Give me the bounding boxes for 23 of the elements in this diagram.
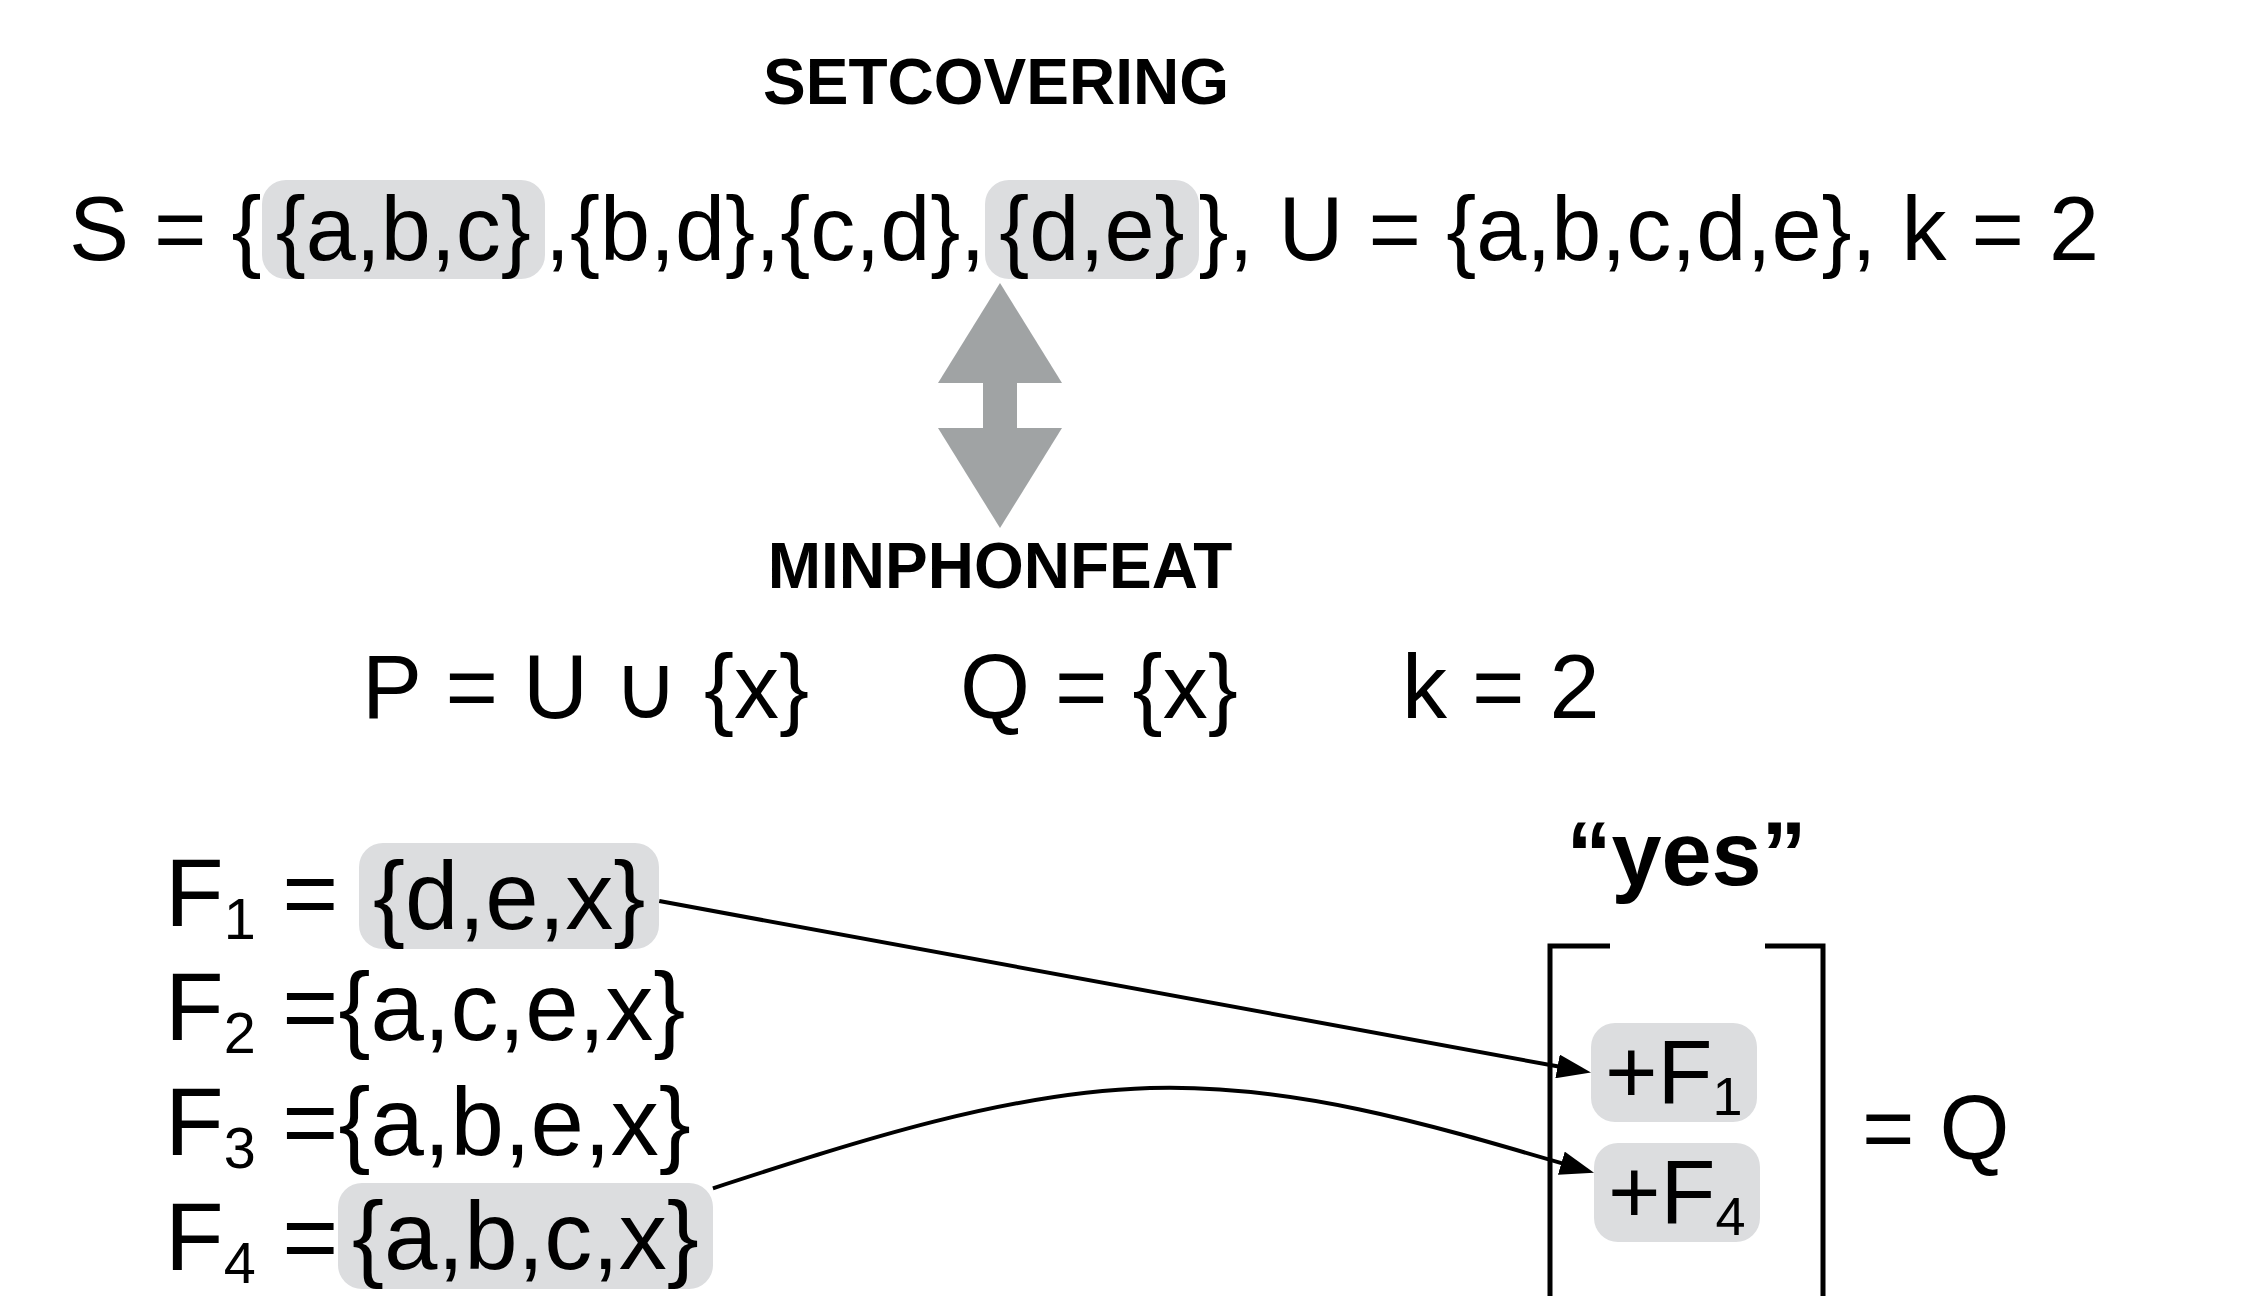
formula-text: S = {: [69, 178, 262, 281]
double-arrow: [938, 283, 1062, 528]
formula-text: }, U = {a,b,c,d,e}, k = 2: [1198, 178, 2100, 281]
heading: MINPHONFEAT: [700, 528, 1300, 605]
equation: F$_{4}$ =: [165, 1182, 339, 1295]
highlighted-term: +F$_{4}$: [1594, 1143, 1760, 1242]
equation: P = U ∪ {x}: [362, 636, 810, 739]
formula-text: ,{b,d},{c,d},: [544, 178, 986, 281]
equation: = Q: [1862, 1077, 2010, 1180]
highlighted-set: {d,e}: [985, 179, 1199, 279]
heading: SETCOVERING: [762, 45, 1230, 120]
arrow: [658, 899, 1591, 1079]
equation: Q = {x}: [960, 636, 1238, 739]
equation: F$_{2}$ ={a,c,e,x}: [165, 952, 686, 1065]
equation: F$_{3}$ ={a,b,e,x}: [165, 1067, 691, 1180]
arrow: [712, 1085, 1594, 1191]
highlighted-set: {a,b,c,x}: [338, 1183, 713, 1289]
bracket-heading: “yes”: [1565, 803, 1808, 906]
highlighted-term: +F$_{1}$: [1591, 1023, 1757, 1122]
highlighted-set: {d,e,x}: [359, 843, 660, 949]
equation: k = 2: [1402, 636, 1600, 739]
highlighted-set: {a,b,c}: [261, 179, 545, 279]
equation: F$_{1}$ =: [165, 838, 339, 951]
